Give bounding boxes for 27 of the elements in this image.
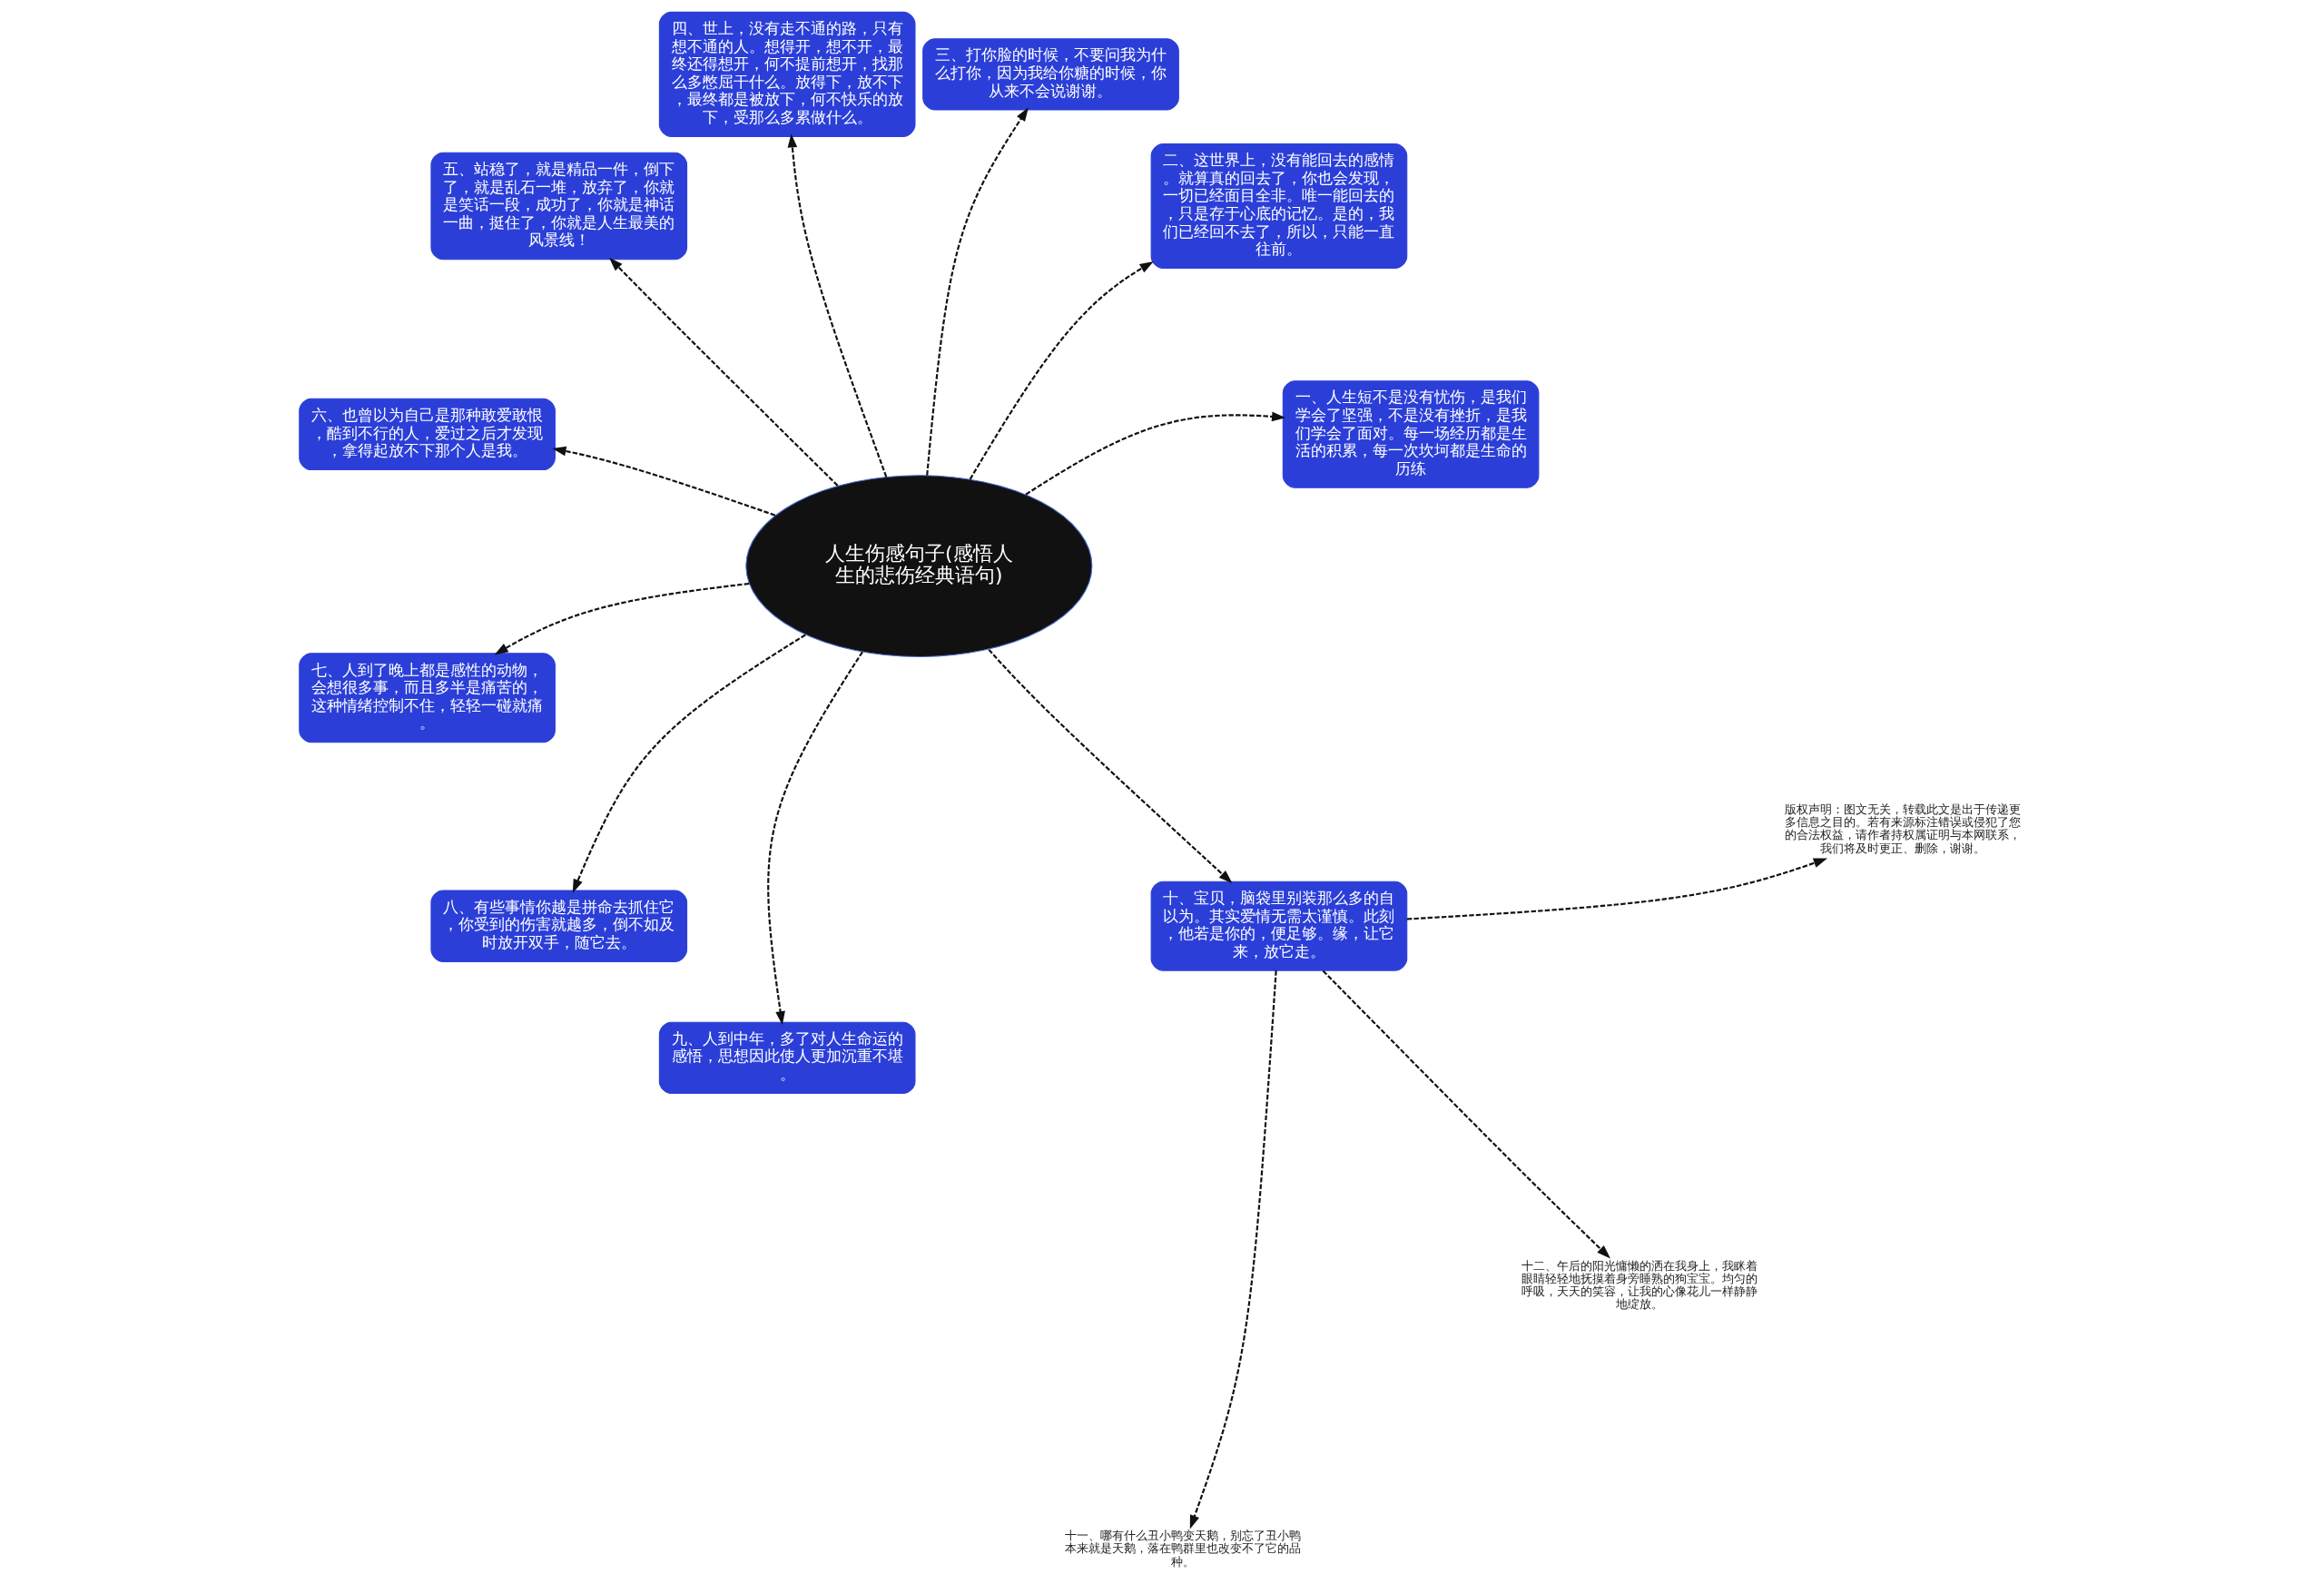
node-box: 九、人到中年，多了对人生命运的感悟，思想因此使人更加沉重不堪。 [658, 1021, 916, 1094]
arrow [787, 133, 887, 477]
node-box: 六、也曾以为自己是那种敢爱敢恨，酷到不行的人，爱过之后才发现，拿得起放不下那个人是我。 [298, 398, 556, 470]
node-box: 一、人生短不是没有忧伤，是我们学会了坚强，不是没有挫折，是我们学会了面对。每一场经历都是生活的积累，每一次坎坷都是生命的历练 [1282, 379, 1539, 488]
node-box: 四、世上，没有走不通的路，只有想不通的人。想得开，想不开，最终还得想开，何不提前想开，找那么多憋屈干什么。放得下，放不下，最终都是被放下，何不快乐的放下，受那么多累做什么。 [658, 11, 916, 137]
node-text: 十一、哪有什么丑小鸭变天鹅，别忘了丑小鸭本来就是天鹅，落在鸭群里也改变不了它的品种。 [1064, 1528, 1301, 1569]
arrow [1322, 969, 1610, 1258]
arrow [1189, 969, 1277, 1529]
node-text: 十二、午后的阳光慵懒的洒在我身上，我眯着眼睛轻轻地抚摸着身旁睡熟的狗宝宝。均匀的呼吸，天天的笑容，让我的心像花儿一样静静地绽放。 [1521, 1258, 1758, 1311]
arrow [766, 651, 863, 1025]
arrow [608, 257, 839, 487]
node-text: 版权声明：图文无关，转载此文是出于传递更多信息之目的。若有来源标注错误或侵犯了您的合法权益，请作者持权属证明与本网联系，我们将及时更正、删除，谢谢。 [1784, 802, 2021, 854]
node-box: 二、这世界上，没有能回去的感情。就算真的回去了，你也会发现，一切已经面目全非。唯一能回去的，只是存于心底的记忆。是的，我们已经回不去了，所以，只能一直往前。 [1150, 143, 1407, 269]
arrow [969, 261, 1154, 480]
arrow [551, 446, 775, 517]
arrow [494, 582, 749, 654]
node-box: 三、打你脸的时候，不要问我为什么打你，因为我给你糖的时候，你从来不会说谢谢。 [921, 37, 1179, 111]
arrow [987, 648, 1233, 883]
node-box: 十、宝贝，脑袋里别装那么多的自以为。其实爱情无需太谨慎。此刻，他若是你的，便足够。缘，让它来，放它走。 [1150, 881, 1407, 971]
arrow [572, 633, 806, 893]
node-box: 七、人到了晚上都是感性的动物，会想很多事，而且多半是痛苦的，这种情绪控制不住，轻轻一碰就痛。 [298, 652, 556, 743]
node-box: 八、有些事情你越是拼命去抓住它，你受到的伤害就越多，倒不如及时放开双手，随它去。 [429, 890, 687, 962]
node-box: 五、站稳了，就是精品一件，倒下了，就是乱石一堆，放弃了，你就是笑话一段，成功了，你就是神话一曲，挺住了，你就是人生最美的风景线！ [429, 152, 687, 260]
arrow [1406, 858, 1827, 920]
arrow [925, 106, 1029, 476]
arrow [1024, 411, 1285, 496]
node-ellipse: 人生伤感句子(感悟人生的悲伤经典语句) [744, 474, 1092, 657]
